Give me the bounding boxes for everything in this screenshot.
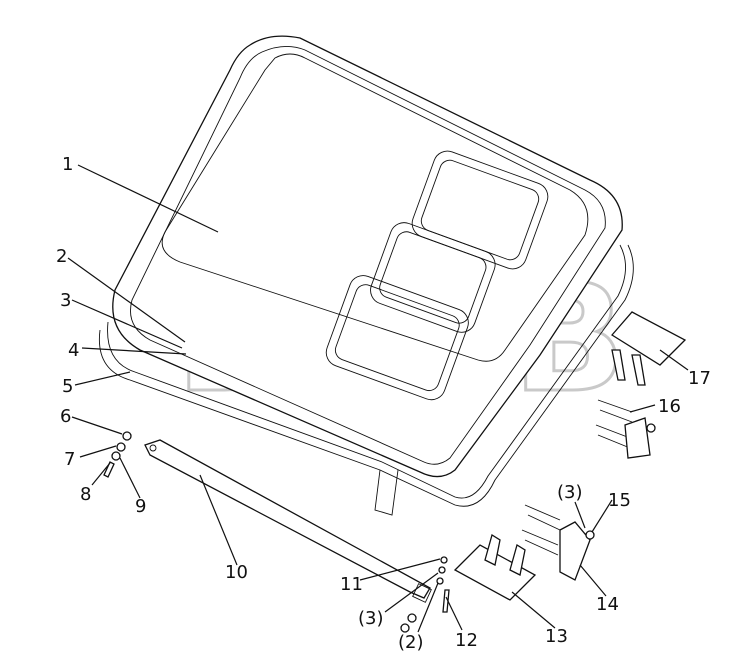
brace-rod (144, 439, 432, 603)
callout-10: 10 (225, 562, 248, 583)
callout-3-repeat-b: (3) (557, 482, 583, 503)
bracket-14 (521, 504, 595, 581)
callout-3: 3 (60, 290, 71, 311)
callout-1: 1 (62, 154, 73, 175)
frame-tube (98, 244, 634, 516)
callout-17: 17 (688, 368, 711, 389)
callout-2-repeat: (2) (398, 632, 424, 653)
callout-11: 11 (340, 574, 363, 595)
hardware-left (103, 431, 132, 478)
callout-13: 13 (545, 626, 568, 647)
leader-lines (67, 164, 689, 633)
callout-6: 6 (60, 406, 71, 427)
callout-12: 12 (455, 630, 478, 651)
callout-15: 15 (608, 490, 631, 511)
callout-9: 9 (135, 496, 146, 517)
callout-2: 2 (56, 246, 67, 267)
callout-labels: 1 2 3 4 5 6 7 8 9 10 11 (3) (2) 12 13 14… (56, 154, 711, 653)
callout-3-repeat-a: (3) (358, 608, 384, 629)
hardware-bottom (400, 556, 450, 633)
callout-5: 5 (62, 376, 73, 397)
bracket-13 (453, 533, 537, 601)
bracket-16-17 (595, 311, 687, 459)
callout-4: 4 (68, 340, 79, 361)
callout-14: 14 (596, 594, 619, 615)
callout-8: 8 (80, 484, 91, 505)
callout-7: 7 (64, 449, 75, 470)
roof-panel (112, 35, 623, 478)
callout-16: 16 (658, 396, 681, 417)
